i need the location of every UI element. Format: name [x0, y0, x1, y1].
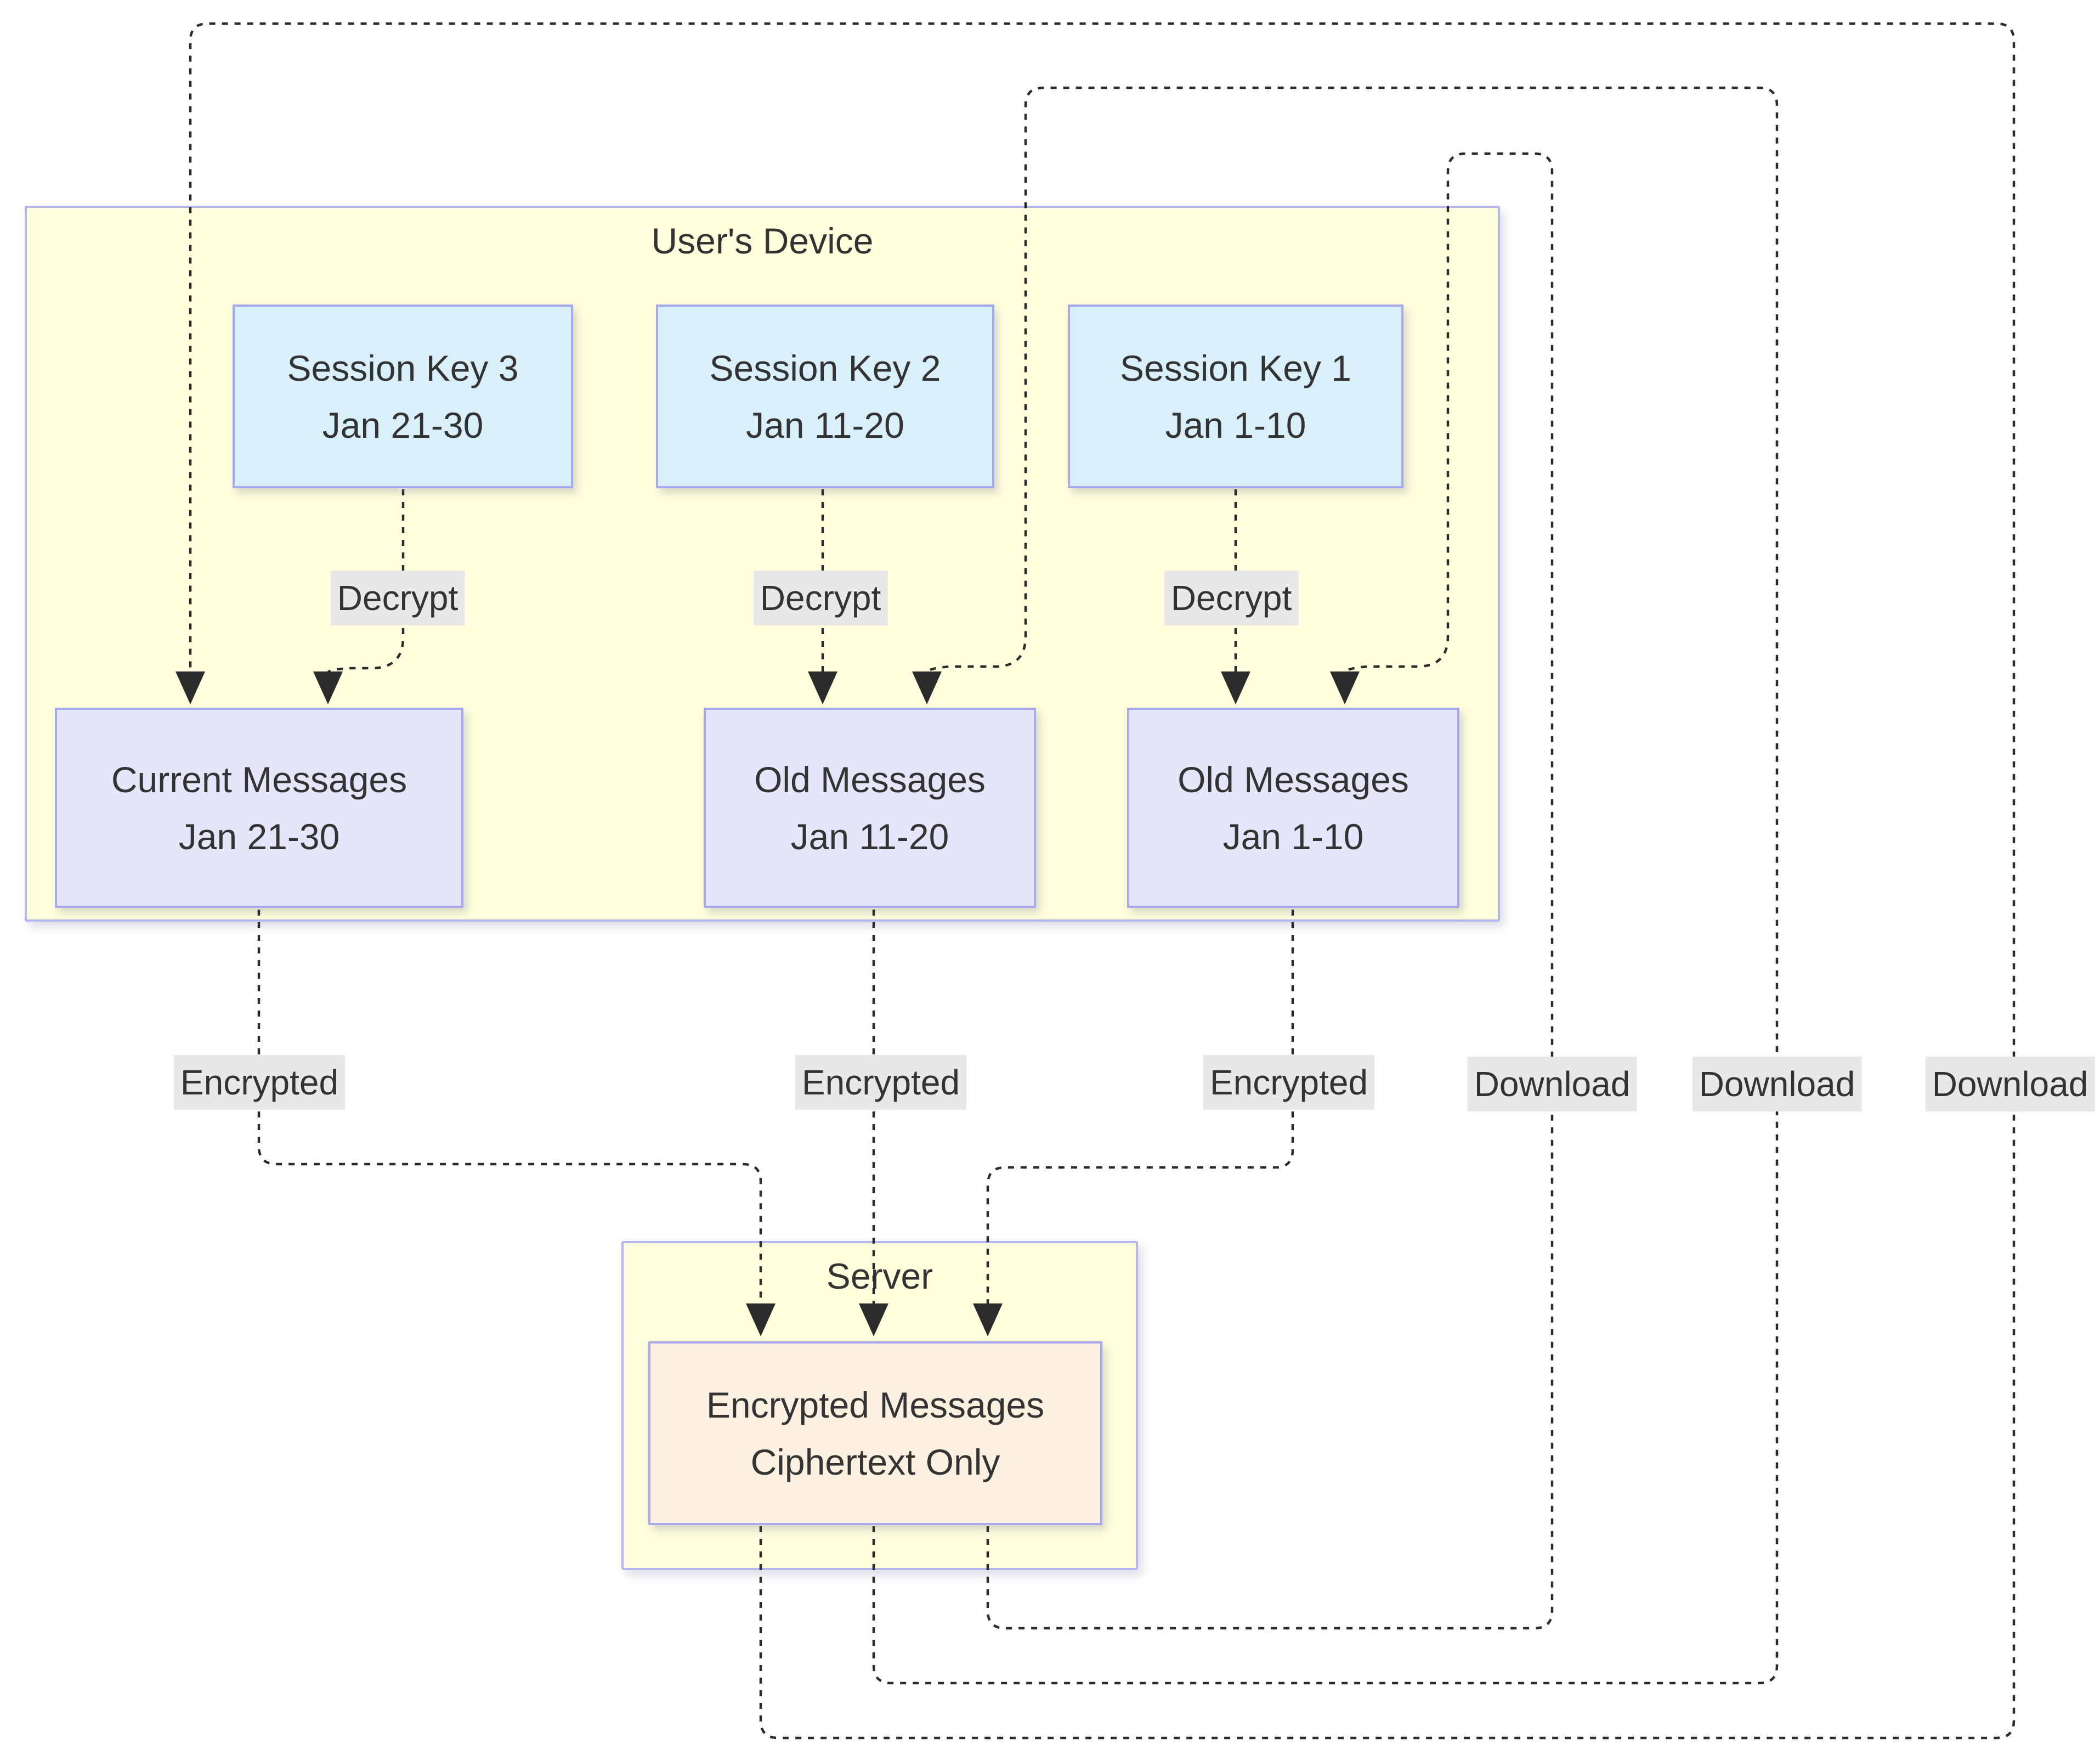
- edge-label-decrypt-2: Decrypt: [753, 571, 888, 625]
- node-session-key-3-dates: Jan 21-30: [322, 404, 484, 445]
- node-encrypted-messages-title: Encrypted Messages: [706, 1384, 1045, 1425]
- cluster-users-device-title: User's Device: [651, 221, 874, 261]
- node-current-messages-dates: Jan 21-30: [178, 816, 340, 857]
- node-encrypted-messages: Encrypted Messages Ciphertext Only: [648, 1341, 1102, 1525]
- node-encrypted-messages-subtitle: Ciphertext Only: [750, 1441, 1000, 1482]
- node-session-key-1-title: Session Key 1: [1120, 347, 1351, 388]
- edge-label-encrypted-old1: Encrypted: [1203, 1055, 1375, 1110]
- node-old-messages-jan-1-10-dates: Jan 1-10: [1222, 816, 1364, 857]
- node-old-messages-jan-1-10: Old Messages Jan 1-10: [1127, 708, 1459, 908]
- edge-label-download-outer: Download: [1925, 1057, 2095, 1111]
- node-old-messages-jan-11-20: Old Messages Jan 11-20: [704, 708, 1036, 908]
- node-current-messages: Current Messages Jan 21-30: [55, 708, 463, 908]
- edge-label-decrypt-3: Decrypt: [330, 571, 465, 625]
- node-session-key-1: Session Key 1 Jan 1-10: [1068, 304, 1403, 488]
- node-session-key-1-dates: Jan 1-10: [1165, 404, 1306, 445]
- edge-label-encrypted-current: Encrypted: [173, 1055, 346, 1110]
- node-session-key-2-dates: Jan 11-20: [746, 404, 904, 445]
- node-old-messages-jan-1-10-title: Old Messages: [1178, 759, 1409, 800]
- edge-label-decrypt-1: Decrypt: [1164, 571, 1299, 625]
- node-old-messages-jan-11-20-title: Old Messages: [754, 759, 986, 800]
- node-session-key-3: Session Key 3 Jan 21-30: [233, 304, 573, 488]
- node-session-key-2: Session Key 2 Jan 11-20: [656, 304, 994, 488]
- edge-label-encrypted-old2: Encrypted: [795, 1055, 967, 1110]
- edge-label-download-inner: Download: [1467, 1057, 1637, 1111]
- node-session-key-2-title: Session Key 2: [709, 347, 941, 388]
- node-old-messages-jan-11-20-dates: Jan 11-20: [790, 816, 949, 857]
- node-session-key-3-title: Session Key 3: [287, 347, 519, 388]
- edge-label-download-middle: Download: [1692, 1057, 1862, 1111]
- cluster-server-title: Server: [826, 1256, 933, 1296]
- node-current-messages-title: Current Messages: [111, 759, 407, 800]
